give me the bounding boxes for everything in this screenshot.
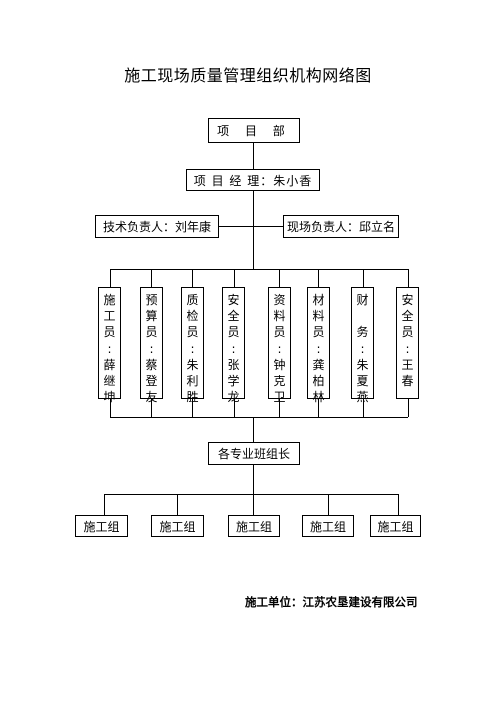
connector-line — [398, 494, 399, 515]
node-group: 施工组 — [228, 515, 280, 537]
node-staff-construction: 施工员:薛继坤 — [98, 287, 121, 404]
staff-label: 资料员:钟克卫 — [273, 293, 286, 405]
connector-line — [408, 269, 409, 287]
node-staff-materials: 材料员:龚柏林 — [307, 287, 330, 404]
connector-line — [253, 417, 254, 442]
node-tech-lead: 技术负责人：刘年康 — [95, 215, 219, 238]
node-staff-safety-2: 安全员:王春 — [396, 287, 419, 399]
connector-line — [110, 399, 111, 417]
node-team-leaders: 各专业班组长 — [208, 442, 300, 465]
connector-line — [253, 191, 254, 269]
node-group: 施工组 — [75, 515, 128, 537]
staff-label: 质检员:朱利胜 — [186, 293, 199, 405]
connector-line — [253, 143, 254, 169]
staff-label: 预算员:蔡登友 — [145, 293, 158, 405]
connector-line — [363, 399, 364, 417]
connector-line — [253, 465, 254, 494]
node-staff-documents: 资料员:钟克卫 — [268, 287, 291, 404]
node-project-manager: 项 目 经 理：朱小香 — [186, 169, 320, 191]
connector-line — [110, 269, 408, 270]
connector-line — [177, 494, 178, 515]
staff-label: 安全员:张学龙 — [227, 293, 240, 405]
chart-title: 施工现场质量管理组织机构网络图 — [124, 66, 372, 85]
connector-line — [279, 399, 280, 417]
node-staff-finance: 财 务:朱夏燕 — [351, 287, 374, 404]
node-staff-quality: 质检员:朱利胜 — [181, 287, 204, 404]
staff-label: 财 务:朱夏燕 — [356, 293, 369, 405]
staff-label: 安全员:王春 — [401, 293, 414, 389]
connector-line — [110, 417, 408, 418]
connector-line — [318, 399, 319, 417]
connector-line — [151, 399, 152, 417]
connector-line — [192, 399, 193, 417]
contractor-label: 施工单位：江苏农垦建设有限公司 — [245, 595, 418, 609]
connector-line — [328, 494, 329, 515]
connector-line — [253, 494, 254, 515]
node-group: 施工组 — [151, 515, 204, 537]
connector-line — [234, 269, 235, 287]
connector-line — [234, 399, 235, 417]
node-group: 施工组 — [302, 515, 354, 537]
connector-line — [219, 226, 283, 227]
staff-label: 施工员:薛继坤 — [103, 293, 116, 405]
connector-line — [408, 399, 409, 417]
connector-line — [151, 269, 152, 287]
connector-line — [104, 494, 398, 495]
connector-line — [192, 269, 193, 287]
connector-line — [279, 269, 280, 287]
connector-line — [104, 494, 105, 515]
connector-line — [318, 269, 319, 287]
node-project-dept: 项 目 部 — [208, 118, 300, 143]
node-staff-safety: 安全员:张学龙 — [222, 287, 245, 404]
connector-line — [363, 269, 364, 287]
node-group: 施工组 — [370, 515, 421, 537]
node-site-lead: 现场负责人：邱立名 — [283, 215, 399, 238]
staff-label: 材料员:龚柏林 — [312, 293, 325, 405]
node-staff-budget: 预算员:蔡登友 — [140, 287, 163, 404]
connector-line — [110, 269, 111, 287]
